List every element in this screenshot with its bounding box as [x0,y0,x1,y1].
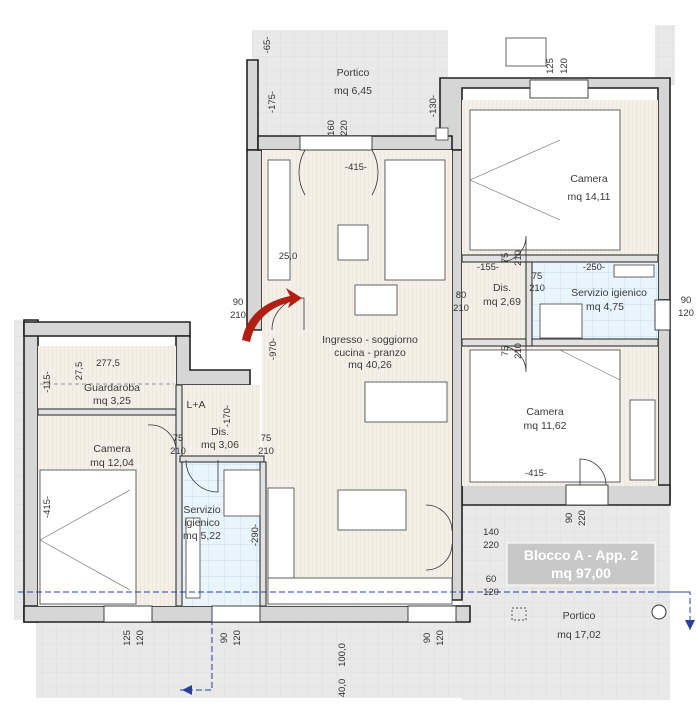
dim-label: 120 [678,308,694,319]
camera-top-area: mq 14,11 [568,191,611,203]
guardaroba-floor [38,346,176,414]
dim-label: 75 [500,346,511,357]
dim-label: 160 [326,120,337,136]
dim-label: 220 [339,120,350,136]
dim-label: 60 [486,574,497,585]
dim-label: 100,0 [337,643,348,667]
windows [103,79,671,623]
furniture [39,37,656,605]
partitions [37,254,659,607]
dim-label: 75 [500,253,511,264]
dim-label: 210 [513,250,524,266]
dim-label: 75 [532,271,543,282]
dis-right-floor [462,262,530,346]
dim-label: 90 [219,633,230,644]
camera-top-name: Camera [570,173,608,185]
dim-label: 120 [232,630,243,646]
dim-label: 120 [435,630,446,646]
portico-marker [511,607,527,621]
dim-label: 120 [483,587,499,598]
dim-label: 210 [258,446,274,457]
dim-label: 210 [170,446,186,457]
dim-label: -130- [428,95,439,117]
block-label-bg [506,542,656,586]
dim-label: 125 [545,58,556,74]
camera-right-area: mq 11,62 [524,420,567,432]
dim-label: -65- [262,37,273,54]
dim-label: 220 [483,540,499,551]
dim-label: 40,0 [337,679,348,698]
dim-label: -175- [267,91,278,113]
portico-bottom-area: mq 17,02 [557,629,601,641]
servizio-left-line2: igienico [184,517,220,529]
dim-label: 125 [122,630,133,646]
servizio-right-name: Servizio igienico [571,287,647,299]
lpa-name: L+A [187,399,206,411]
guardaroba-name: Guardaroba [84,382,140,394]
dim-label: -290- [250,524,261,546]
dim-label: 90 [422,633,433,644]
dim-label: -415- [42,496,53,518]
section-arrow-icon [182,685,192,695]
dim-label: 210 [513,343,524,359]
dim-label: 90 [681,295,692,306]
camera-left-name: Camera [93,443,131,455]
guardaroba-area: mq 3,25 [93,395,131,407]
block-title: Blocco A - App. 2 [524,547,639,563]
dim-label: 27,5 [74,362,85,381]
soggiorno-line2: cucina - pranzo [334,347,406,359]
portico-bottom-paving [462,500,670,700]
dim-label: 210 [529,283,545,294]
dim-label: 277,5 [96,358,120,369]
portico-bottom-name: Portico [563,610,596,622]
dim-label: 90 [564,513,575,524]
dim-label: 25,0 [279,251,298,262]
block-area: mq 97,00 [551,565,611,581]
section-line-r [660,591,691,630]
doors [147,149,607,571]
dim-label: 210 [230,310,246,321]
soggiorno-area: mq 40,26 [348,359,392,371]
section-arrow-icon [685,620,695,630]
servizio-left-area: mq 5,22 [183,530,221,542]
dim-label: -115- [42,371,53,392]
dim-label: -970- [268,338,279,360]
dim-label: -170- [222,405,233,427]
portico-top-area: mq 6,45 [334,85,372,97]
dim-label: 120 [135,630,146,646]
dim-label: 75 [261,433,272,444]
servizio-left-line1: Servizio [183,504,221,516]
dim-label: -155- [477,262,499,273]
dim-label: 120 [559,58,570,74]
dim-label: 90 [233,297,244,308]
servizio-right-area: mq 4,75 [586,301,624,313]
dim-label: 75 [173,433,184,444]
dis-right-name: Dis. [493,282,511,294]
dim-label: 210 [453,303,469,314]
camera-left-area: mq 12,04 [90,457,134,469]
column-marker-icon [651,604,667,620]
dim-label: -250- [583,262,605,273]
dim-label: 220 [577,510,588,526]
soggiorno-line1: Ingresso - soggiorno [322,334,418,346]
dim-label: 140 [483,527,499,538]
bottom-strip-paving [36,618,466,698]
dim-label: 80 [456,290,467,301]
portico-top-name: Portico [337,67,370,79]
dis-left-floor [180,385,260,460]
portico-top-paving [252,30,448,148]
dim-label: -415- [525,468,547,479]
dis-left-area: mq 3,06 [201,439,239,451]
curved-arrow-icon [242,288,302,342]
dis-left-name: Dis. [211,426,229,438]
dim-label: -415- [345,162,367,173]
right-strip-paving [655,25,675,85]
camera-right-name: Camera [526,406,564,418]
dis-right-area: mq 2,69 [483,296,521,308]
